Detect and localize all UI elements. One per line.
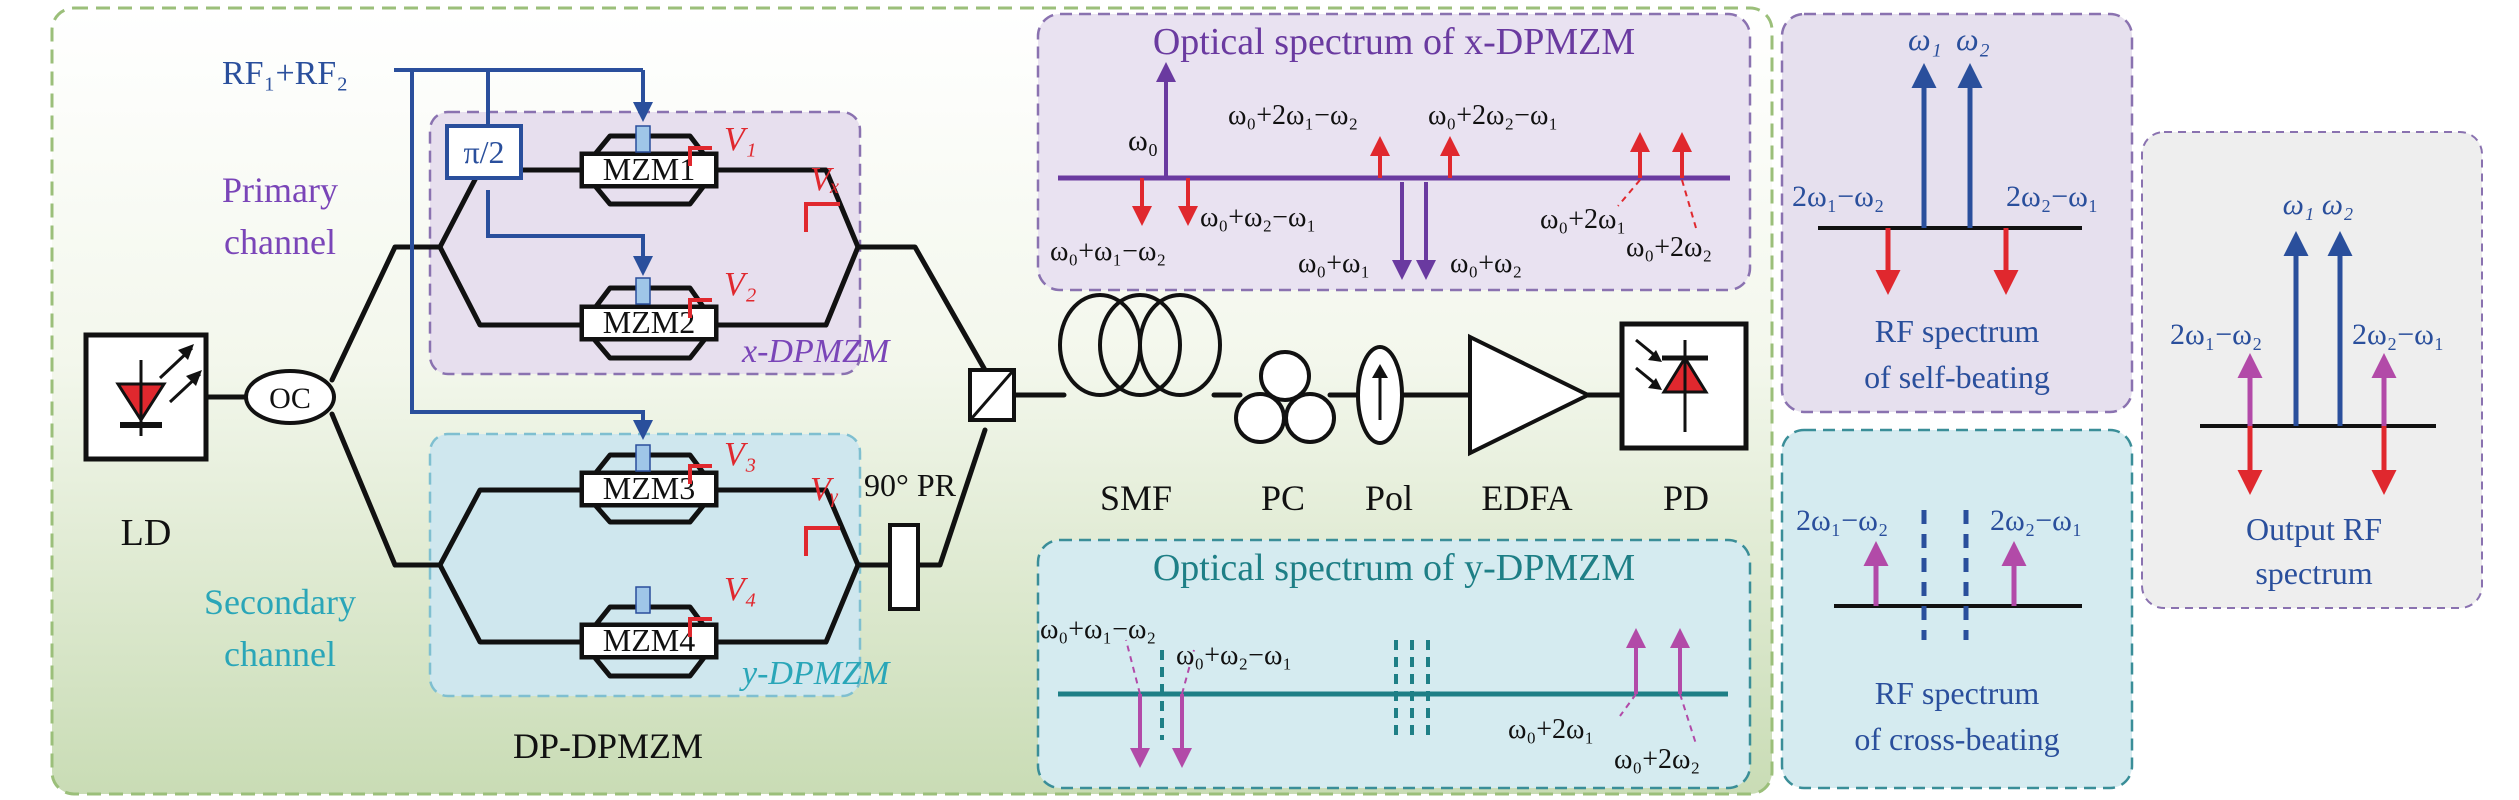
oc-coupler [244, 369, 336, 425]
cross-caption-2: of cross-beating [1854, 721, 2059, 757]
output-magenta-arrows [2237, 353, 2397, 426]
mzm1-box [584, 156, 714, 184]
mzm2-box [584, 309, 714, 337]
secondary-channel-label-2: channel [224, 634, 336, 674]
vx-label: Vₓ [810, 161, 840, 198]
mzm4-label: MZM4 [603, 622, 695, 658]
smf-label: SMF [1100, 478, 1172, 518]
x-right-b-label: ω₀+2ω₂ [1626, 232, 1712, 263]
x-upper-left-label: ω₀+2ω₁−ω₂ [1228, 100, 1358, 131]
mzm4-box [584, 627, 714, 655]
v4-label: V₄ [724, 571, 757, 608]
self-left-label: 2ω₁−ω₂ [1792, 180, 1884, 213]
y-spectrum-dashed-lines [1160, 640, 1430, 740]
y-left-b-label: ω₀+ω₂−ω₁ [1176, 640, 1292, 671]
oc-label: OC [269, 382, 311, 415]
rotator-label: 90° PR [864, 467, 957, 503]
x-bottom-b-label: ω₀+ω₂ [1450, 248, 1522, 279]
x-bottom-a-label: ω₀+ω₁ [1298, 248, 1370, 279]
pc-label: PC [1261, 478, 1305, 518]
pbc-icon [968, 368, 1016, 422]
y-spectrum-arrows [1130, 628, 1690, 768]
v2-label: V₂ [724, 266, 757, 303]
output-panel [2141, 131, 2483, 609]
output-caption-1: Output RF [2246, 511, 2382, 547]
vy-label: Vᵧ [810, 471, 839, 508]
ld-label: LD [121, 512, 172, 554]
y-right-a-label: ω₀+2ω₁ [1508, 714, 1594, 745]
cross-beating-dashed-lines [1921, 510, 1969, 640]
pol-label: Pol [1365, 478, 1413, 518]
x-right-a-label: ω₀+2ω₁ [1540, 204, 1626, 235]
self-caption-1: RF spectrum [1875, 313, 2040, 349]
v1-label: V₁ [724, 121, 757, 158]
mzm3-box [584, 475, 714, 503]
bias-electrodes [688, 146, 840, 637]
rf-electrodes [635, 125, 651, 614]
output-blue-arrows [2283, 231, 2353, 426]
x-spectrum-leaders [1617, 179, 1697, 229]
polarizer-icon [1356, 345, 1404, 445]
x-lower-mid-label: ω₀+ω₂−ω₁ [1200, 202, 1316, 233]
self-beating-red-arrows [1875, 228, 2019, 295]
edfa-amplifier [1468, 333, 1593, 457]
x-carrier-label: ω₀ [1128, 124, 1158, 157]
smf-coil-icon [1058, 293, 1222, 397]
x-spectrum-red-arrows [1132, 132, 1692, 226]
cross-beating-arrows [1863, 541, 2027, 606]
photodiode-icon [1635, 338, 1709, 432]
mzm1-label: MZM1 [603, 151, 695, 187]
self-caption-2: of self-beating [1864, 359, 2050, 395]
x-upper-right-label: ω₀+2ω₂−ω₁ [1428, 100, 1558, 131]
primary-channel-label-1: Primary [222, 170, 338, 210]
secondary-channel-label-1: Secondary [204, 582, 356, 622]
x-lower-left-label: ω₀+ω₁−ω₂ [1050, 236, 1166, 267]
edfa-label: EDFA [1481, 478, 1572, 518]
self-beating-blue-arrows [1911, 63, 1983, 228]
cross-left-label: 2ω₁−ω₂ [1796, 504, 1888, 537]
output-right-label: 2ω₂−ω₁ [2352, 318, 2444, 351]
cross-beating-panel [1780, 428, 2134, 790]
y-left-a-label: ω₀+ω₁−ω₂ [1040, 614, 1156, 645]
y-spectrum-title: Optical spectrum of y-DPMZM [1153, 547, 1635, 589]
mzm2-label: MZM2 [603, 304, 695, 340]
v3-label: V₃ [724, 436, 757, 473]
cross-right-label: 2ω₂−ω₁ [1990, 504, 2082, 537]
output-red-arrows [2237, 426, 2397, 495]
self-w1-label: ω₁ [1908, 21, 1942, 57]
self-w2-label: ω₂ [1956, 21, 1990, 57]
self-right-label: 2ω₂−ω₁ [2006, 180, 2098, 213]
laser-diode-icon [115, 344, 202, 436]
mzm3-label: MZM3 [603, 470, 695, 506]
dp-dpmzm-label: DP-DPMZM [513, 726, 703, 766]
x-dpmzm-label: x-DPMZM [741, 333, 891, 370]
output-caption-2: spectrum [2255, 555, 2372, 591]
output-top-label: ω₁ ω₂ [2283, 188, 2354, 221]
pc-icon [1234, 350, 1336, 444]
rf-input-label: RF₁+RF₂ [222, 55, 348, 92]
y-right-b-label: ω₀+2ω₂ [1614, 744, 1700, 775]
primary-channel-label-2: channel [224, 222, 336, 262]
y-dpmzm-label: y-DPMZM [739, 655, 891, 692]
polarization-rotator [888, 523, 920, 611]
pd-label: PD [1663, 478, 1709, 518]
output-left-label: 2ω₁−ω₂ [2170, 318, 2262, 351]
cross-caption-1: RF spectrum [1875, 675, 2040, 711]
phase-shifter-box [445, 124, 523, 180]
x-spectrum-purple-arrows [1392, 182, 1436, 280]
rf-paths [394, 68, 653, 440]
phase-shifter-label: π/2 [463, 134, 504, 170]
x-spectrum-panel [1036, 12, 1752, 292]
x-spectrum-title: Optical spectrum of x-DPMZM [1153, 21, 1635, 63]
y-spectrum-leaders [1125, 639, 1697, 745]
self-beating-panel [1780, 12, 2134, 414]
